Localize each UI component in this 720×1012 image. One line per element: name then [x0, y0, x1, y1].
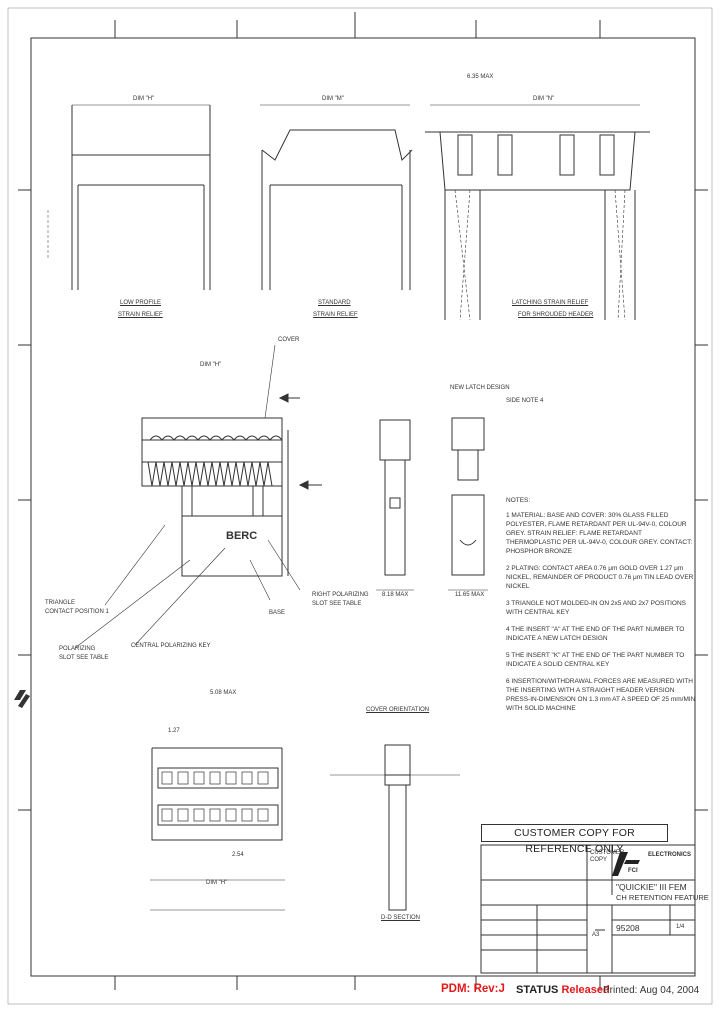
polarizing-callout: POLARIZING	[59, 646, 96, 652]
latching-caption: LATCHING STRAIN RELIEF	[512, 300, 589, 306]
note-1: 1 MATERIAL: BASE AND COVER: 30% GLASS FI…	[506, 512, 693, 555]
notes-title: NOTES:	[506, 497, 531, 504]
status-label: STATUS	[516, 984, 559, 996]
max-bottom-callout: 5.08 MAX	[210, 690, 237, 696]
outer-border	[7, 7, 713, 1005]
dim-h-bottom-callout: DIM "H"	[206, 880, 228, 886]
sheet-size: A3	[592, 932, 600, 938]
latching-subcaption: FOR SHROUDED HEADER	[518, 312, 594, 318]
base-callout: BASE	[269, 610, 286, 616]
side-note-callout: SIDE NOTE 4	[506, 398, 544, 404]
title-line-2: CH RETENTION FEATURE	[616, 893, 709, 902]
note-2: 2 PLATING: CONTACT AREA 0.76 μm GOLD OVE…	[506, 565, 694, 590]
status-value: Released	[561, 984, 610, 996]
right-polarizing-callout: RIGHT POLARIZING	[312, 592, 369, 598]
dim-n-callout: DIM "N"	[533, 96, 555, 102]
title-line-1: "QUICKIE" III FEM	[616, 882, 687, 892]
standard-subcaption: STRAIN RELIEF	[313, 312, 358, 318]
low-profile-caption: LOW PROFILE	[120, 300, 162, 306]
max-top-callout: 6.35 MAX	[467, 74, 494, 80]
note-3: 3 TRIANGLE NOT MOLDED-IN ON 2x5 AND 2x7 …	[506, 600, 686, 616]
company-label: ELECTRONICS	[648, 852, 692, 858]
standard-caption: STANDARD	[318, 300, 351, 306]
low-profile-subcaption: STRAIN RELIEF	[118, 312, 163, 318]
dim-h-callout: DIM "H"	[133, 96, 155, 102]
central-key-callout: CENTRAL POLARIZING KEY	[131, 643, 211, 649]
note-4: 4 THE INSERT "A" AT THE END OF THE PART …	[506, 626, 685, 642]
drawing-notes: NOTES: 1 MATERIAL: BASE AND COVER: 30% G…	[506, 496, 696, 721]
note-6: 6 INSERTION/WITHDRAWAL FORCES ARE MEASUR…	[506, 678, 696, 712]
inner-border	[30, 37, 696, 977]
slot-see-table-right: SLOT SEE TABLE	[312, 601, 362, 607]
dim-1165-callout: 11.65 MAX	[455, 592, 485, 598]
dim-m-callout: DIM "M"	[322, 96, 344, 102]
triangle-callout: TRIANGLE	[45, 600, 76, 606]
printed-date: Printed: Aug 04, 2004	[603, 985, 700, 996]
dim-127-callout: 1.27	[168, 728, 180, 734]
status-line: STATUS Released	[516, 984, 610, 996]
sheet-number: 1/4	[676, 924, 685, 930]
pdm-revision: PDM: Rev:J	[441, 983, 505, 995]
part-number: 95208	[616, 923, 640, 933]
fci-logo-icon	[612, 852, 640, 876]
customer-copy-banner: CUSTOMER COPY FOR REFERENCE ONLY	[481, 824, 668, 855]
cover-callout: COVER	[278, 337, 300, 343]
dim-254-callout: 2.54	[232, 852, 244, 858]
new-latch-callout: NEW LATCH DESIGN	[450, 385, 510, 391]
cover-orientation-callout: COVER ORIENTATION	[366, 707, 430, 713]
note-5: 5 THE INSERT "K" AT THE END OF THE PART …	[506, 652, 685, 668]
margin-logo-icon	[14, 690, 30, 708]
dim-818-callout: 8.18 MAX	[382, 592, 409, 598]
slot-see-table-left: SLOT SEE TABLE	[59, 655, 109, 661]
contact-position-callout: CONTACT POSITION 1	[45, 609, 109, 615]
brand-marking: BERC	[226, 530, 258, 542]
dim-h-main-callout: DIM "H"	[200, 362, 222, 368]
customer-copy-label: CUSTOMER COPY	[590, 850, 625, 863]
logo-text: FCI	[628, 868, 638, 874]
section-callout: D-D SECTION	[381, 915, 420, 921]
